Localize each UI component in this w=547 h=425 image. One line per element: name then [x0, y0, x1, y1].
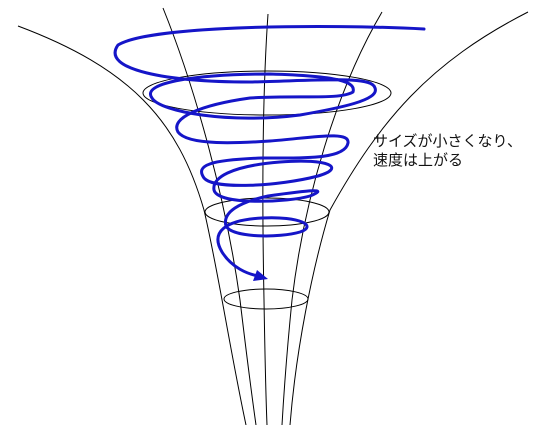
funnel-meridian-1: [162, 7, 257, 425]
spiral-arrowhead-icon: [253, 270, 268, 281]
cross-section-ring-top: [142, 70, 392, 116]
funnel-left-edge: [17, 25, 247, 425]
annotation-line-1: サイズが小さくなり、: [373, 132, 522, 150]
spiral-flow: [113, 24, 426, 281]
spiral-flow-path: [113, 24, 426, 278]
funnel-meridian-3: [281, 11, 383, 425]
cross-section-ring-middle: [204, 197, 330, 227]
funnel-meridian-2: [262, 13, 269, 425]
cross-section-ring-bottom: [223, 288, 309, 310]
annotation-text: サイズが小さくなり、 速度は上がる: [373, 132, 522, 170]
funnel-right-edge: [289, 11, 529, 425]
annotation-line-2: 速度は上がる: [373, 151, 464, 169]
